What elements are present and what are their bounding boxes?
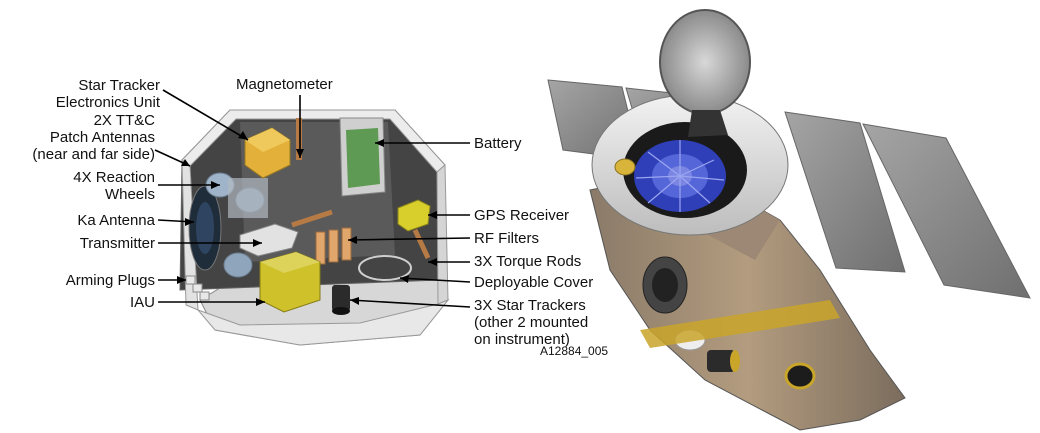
label-arming-plugs: Arming Plugs bbox=[66, 272, 155, 289]
label-gps-receiver: GPS Receiver bbox=[474, 207, 569, 224]
label-line: 2X TT&C bbox=[94, 112, 156, 129]
label-magnetometer: Magnetometer bbox=[236, 76, 333, 93]
label-line: Wheels bbox=[105, 186, 155, 203]
label-line: Magnetometer bbox=[236, 76, 333, 93]
label-line: 3X Star Trackers bbox=[474, 297, 586, 314]
label-line: Transmitter bbox=[80, 235, 155, 252]
label-line: (other 2 mounted bbox=[474, 314, 588, 331]
label-line: RF Filters bbox=[474, 230, 539, 247]
bus-cutaway bbox=[179, 109, 450, 346]
label-transmitter: Transmitter bbox=[80, 235, 155, 252]
label-rf-filters: RF Filters bbox=[474, 230, 539, 247]
label-line: Battery bbox=[474, 135, 522, 152]
label-line: Deployable Cover bbox=[474, 274, 593, 291]
figure-id: A12884_005 bbox=[540, 344, 608, 358]
label-line: Electronics Unit bbox=[56, 94, 161, 111]
label-line: Arming Plugs bbox=[66, 272, 155, 289]
label-iau: IAU bbox=[130, 294, 155, 311]
label-line: GPS Receiver bbox=[474, 207, 569, 224]
label-line: Ka Antenna bbox=[77, 212, 155, 229]
label-line: 4X Reaction bbox=[73, 169, 155, 186]
label-torque-rods: 3X Torque Rods bbox=[474, 253, 581, 270]
label-ka-antenna: Ka Antenna bbox=[77, 212, 155, 229]
label-line: (near and far side) bbox=[32, 146, 155, 163]
spacecraft-render bbox=[547, 9, 1031, 431]
label-line: Star Tracker bbox=[78, 77, 160, 94]
leader-arrowheads bbox=[177, 131, 437, 306]
label-line: Patch Antennas bbox=[50, 129, 155, 146]
label-battery: Battery bbox=[474, 135, 522, 152]
label-line: on instrument) bbox=[474, 331, 570, 348]
label-line: IAU bbox=[130, 294, 155, 311]
label-line: 3X Torque Rods bbox=[474, 253, 581, 270]
label-deployable-cover: Deployable Cover bbox=[474, 274, 593, 291]
